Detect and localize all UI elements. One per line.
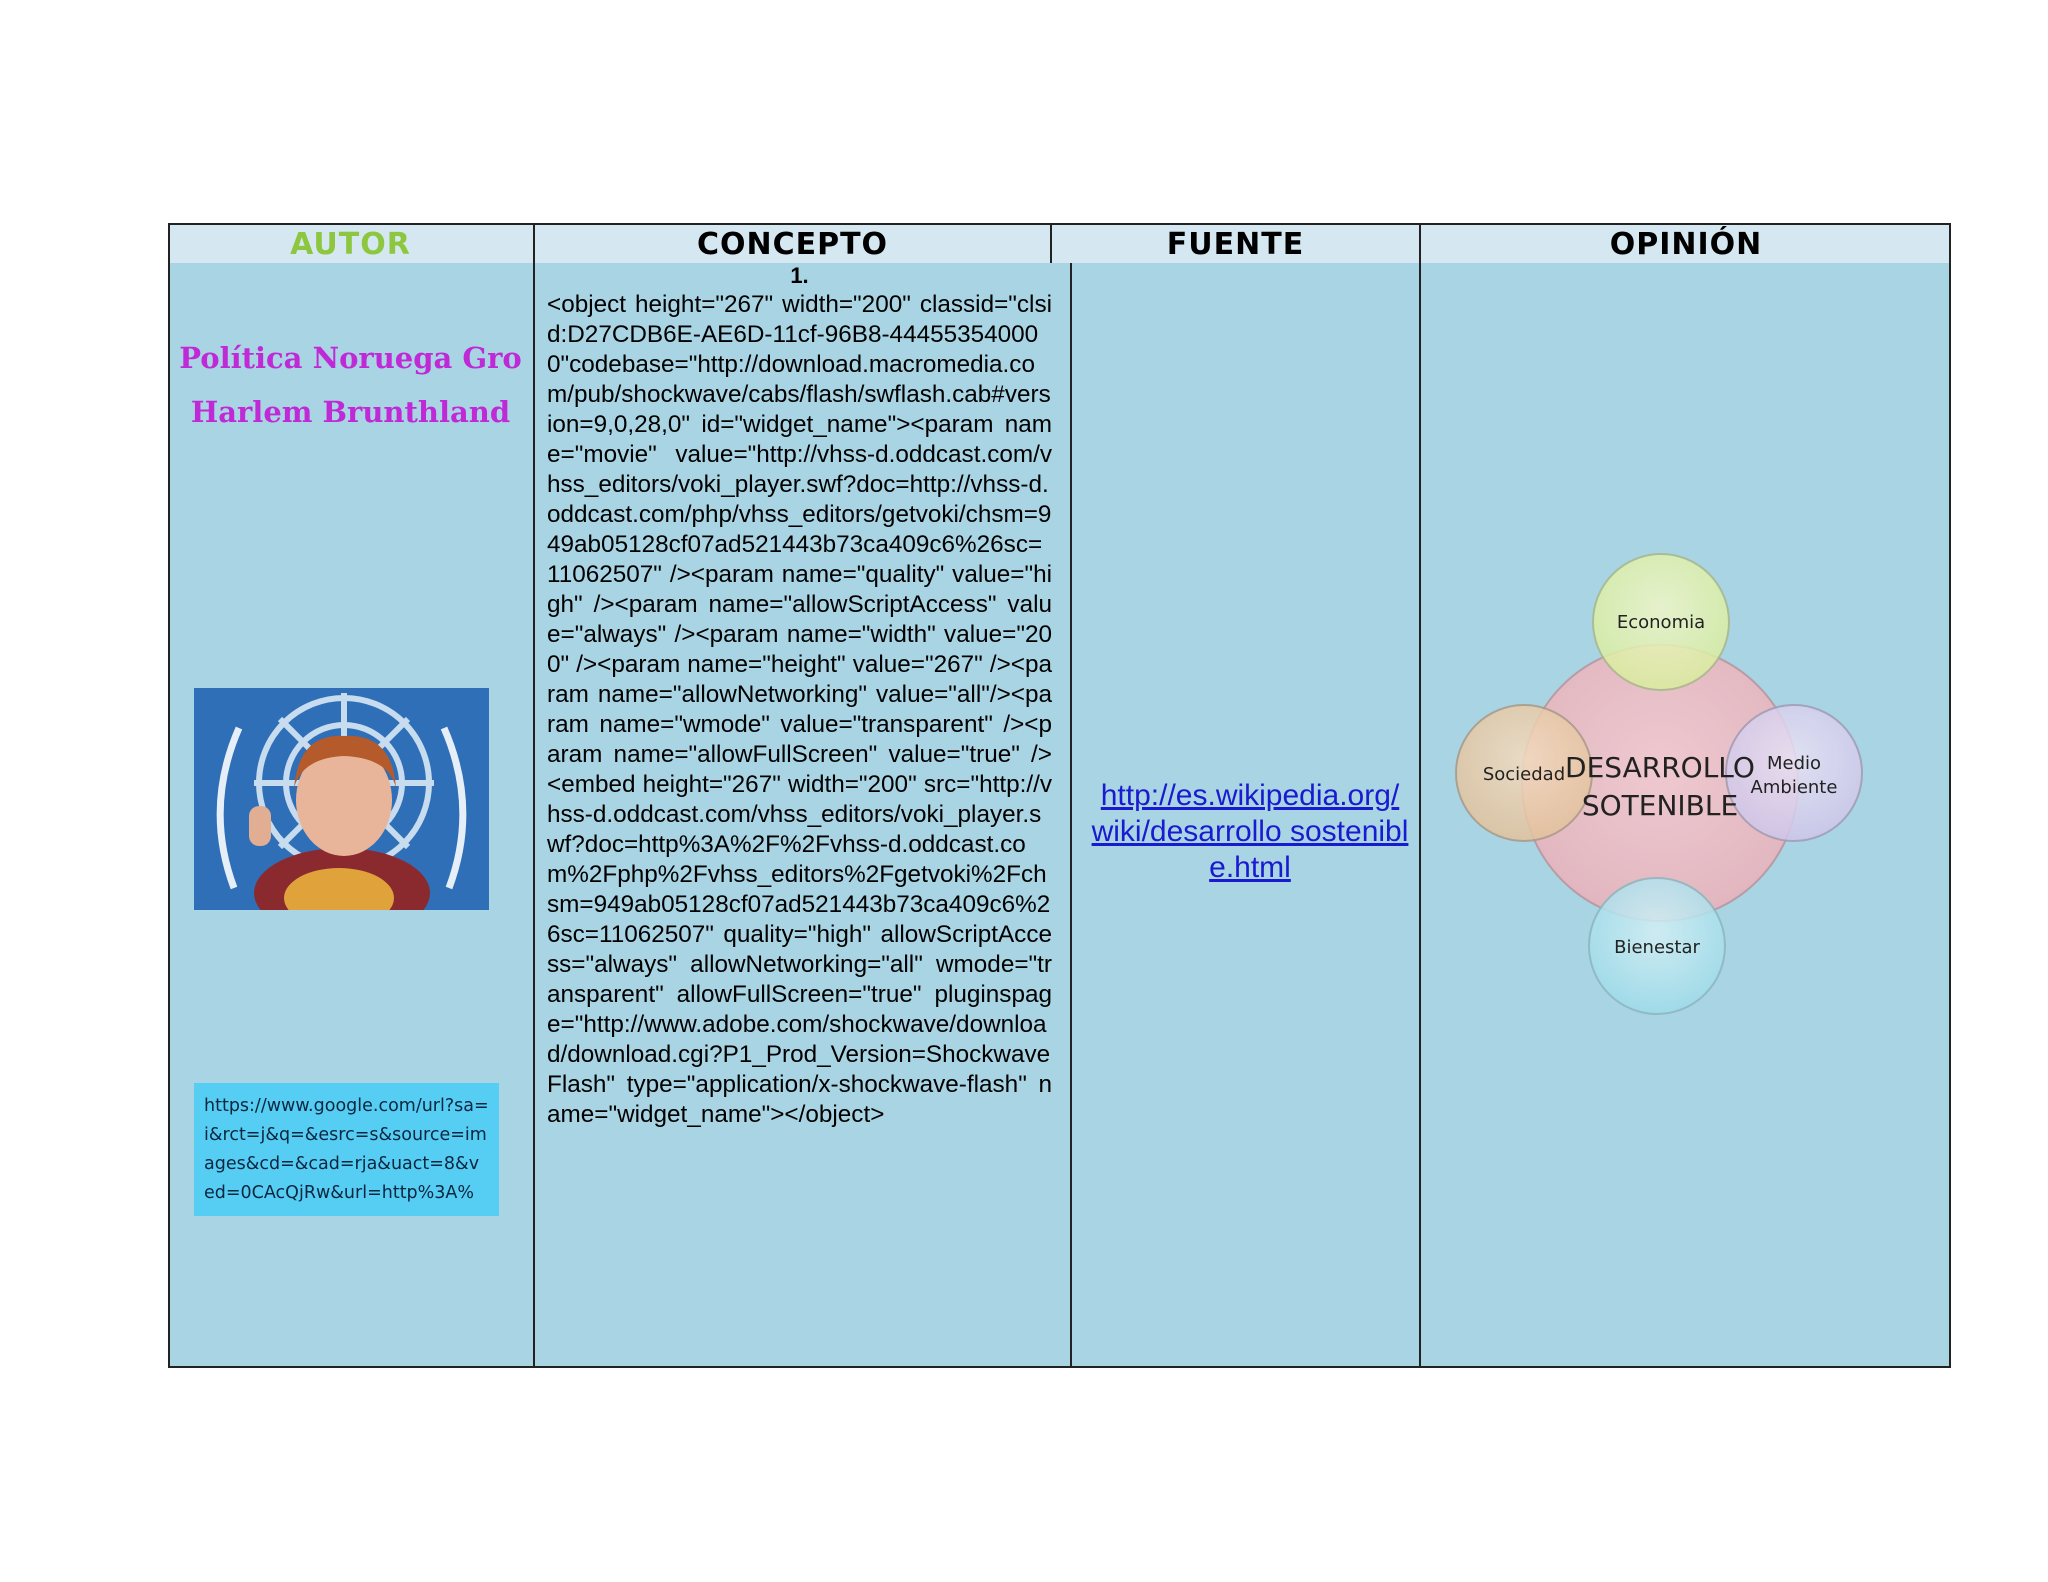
- cell-concepto: [535, 263, 1070, 1368]
- header-autor: AUTOR: [168, 223, 533, 265]
- table-divider-2: [1070, 263, 1072, 1368]
- author-name-line2: Harlem Brunthland: [190, 395, 511, 429]
- concept-embed-code: <object height="267" width="200" classid…: [547, 291, 1052, 1128]
- table-divider-1: [533, 223, 535, 1368]
- header-autor-label: AUTOR: [290, 227, 411, 262]
- header-concepto-label: CONCEPTO: [696, 227, 889, 262]
- economia-circle: [1592, 553, 1730, 691]
- header-fuente: FUENTE: [1052, 223, 1419, 265]
- table-border-left: [168, 223, 170, 1368]
- medio-label-line1: Medio: [1767, 753, 1821, 774]
- summary-table: AUTOR CONCEPTO FUENTE OPINIÓN Política N…: [168, 223, 1951, 1369]
- cell-fuente: [1072, 263, 1419, 1368]
- author-photo: [194, 688, 489, 910]
- sociedad-label: Sociedad: [1483, 764, 1565, 785]
- header-opinion-label: OPINIÓN: [1609, 227, 1763, 262]
- header-opinion: OPINIÓN: [1421, 223, 1951, 265]
- image-source-url[interactable]: https://www.google.com/url?sa=i&rct=j&q=…: [194, 1083, 499, 1216]
- header-concepto: CONCEPTO: [535, 223, 1050, 265]
- header-fuente-label: FUENTE: [1166, 227, 1305, 262]
- bienestar-circle: [1588, 877, 1726, 1015]
- center-label-line1: DESARROLLO: [1565, 751, 1755, 784]
- economia-label: Economia: [1617, 612, 1705, 633]
- medio-ambiente-circle: [1725, 704, 1863, 842]
- source-link[interactable]: http://es.wikipedia.org/wiki/desarrollo …: [1091, 779, 1409, 884]
- sociedad-circle: [1455, 704, 1593, 842]
- bienestar-label: Bienestar: [1614, 937, 1700, 958]
- ambiente-label-line2: Ambiente: [1751, 777, 1838, 798]
- author-name-line1: Política Noruega Gro: [179, 341, 522, 375]
- table-border-right: [1949, 223, 1951, 1368]
- sustainability-diagram: DESARROLLO SOTENIBLE Economia Sociedad M…: [1455, 553, 1863, 1015]
- portrait-photo-icon: [194, 688, 489, 910]
- table-divider-header: [1050, 223, 1052, 263]
- center-label-line2: SOTENIBLE: [1582, 789, 1738, 822]
- table-divider-3: [1419, 223, 1421, 1368]
- concept-number: 1.: [790, 263, 809, 288]
